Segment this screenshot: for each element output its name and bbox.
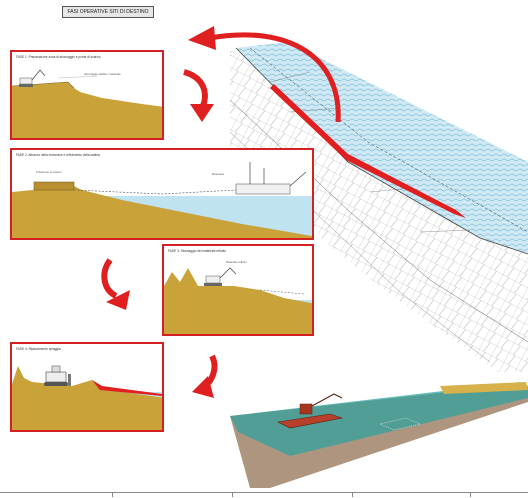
rule-tick (470, 492, 471, 497)
bulldozer-icon (44, 365, 71, 386)
rule-tick (232, 492, 233, 497)
sand-body (12, 82, 162, 138)
sand-body (12, 366, 162, 430)
dredging-3d-view (230, 382, 528, 488)
land-parcels (230, 48, 528, 372)
bottom-rule (0, 492, 528, 493)
sand-body (164, 268, 312, 334)
coastline-map (230, 42, 528, 372)
phase-panel-3: FASE 3: Stoccaggio del materiale refluit… (162, 244, 314, 336)
panel-3-title: FASE 3: Stoccaggio del materiale refluit… (168, 249, 226, 253)
panel-2-callout-a: Tubazione di scarico (36, 170, 62, 174)
phase-panel-2: FASE 2: Attracco della motonave e reflui… (10, 148, 314, 240)
rule-tick (352, 492, 353, 497)
panel-2-title: FASE 2: Attracco della motonave e reflui… (16, 153, 100, 157)
excavator-icon (19, 69, 46, 87)
dredger-icon (277, 393, 344, 429)
curved-arrow-icon (188, 26, 341, 123)
nourishment-fill (92, 380, 162, 396)
dredger-icon (235, 162, 307, 195)
phase-panel-1: FASE 1: Preparazione zona di stoccaggio … (10, 50, 164, 140)
rule-tick (112, 492, 113, 497)
excavator-icon (204, 267, 237, 286)
underwater-layer (230, 382, 528, 456)
sand-body (12, 186, 312, 238)
page-title: FASI OPERATIVE SITI DI DESTINO (62, 6, 154, 18)
curved-arrow-icon (101, 258, 130, 310)
phase-panel-4: FASE 4: Ripascimento spiaggia (10, 342, 164, 432)
panel-1-callout: Stoccaggio sabbia / materiale (84, 72, 121, 76)
panel-1-title: FASE 1: Preparazione zona di stoccaggio … (16, 55, 101, 59)
panel-4-title: FASE 4: Ripascimento spiaggia (16, 347, 61, 351)
panel-3-callout: Materiale refluito (226, 260, 247, 264)
curved-arrow-icon (192, 354, 218, 398)
panel-2-callout-b: Motonave (212, 172, 225, 176)
curved-arrow-icon (183, 69, 214, 122)
